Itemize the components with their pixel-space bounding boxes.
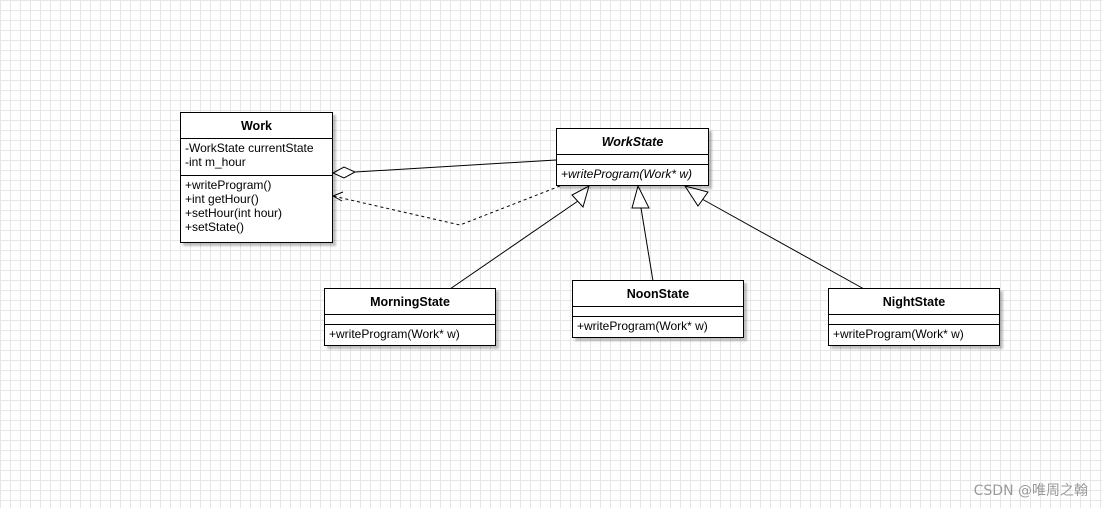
methods-section: +writeProgram(Work* w) <box>557 165 708 183</box>
class-name: Work <box>181 113 332 139</box>
class-name: WorkState <box>557 129 708 155</box>
watermark: CSDN @唯周之翰 <box>973 483 1088 499</box>
method: +setState() <box>185 220 245 234</box>
attributes-section: -WorkState currentState -int m_hour <box>181 139 332 176</box>
attributes-section <box>573 307 743 317</box>
class-name: MorningState <box>325 289 495 315</box>
attributes-section <box>557 155 708 165</box>
generalization-arrow-morning <box>571 185 590 208</box>
methods-section: +writeProgram(Work* w) <box>325 325 495 343</box>
method: +int getHour() <box>185 192 259 206</box>
attribute: -WorkState currentState <box>185 141 314 155</box>
method: +writeProgram(Work* w) <box>561 167 693 181</box>
generalization-arrow-night <box>683 185 709 207</box>
methods-section: +writeProgram(Work* w) <box>573 317 743 335</box>
dependency-arrowhead <box>331 191 344 202</box>
attributes-section <box>325 315 495 325</box>
method: +writeProgram(Work* w) <box>833 327 964 341</box>
class-morningstate[interactable]: MorningState +writeProgram(Work* w) <box>324 288 496 346</box>
dependency-line <box>332 185 561 226</box>
attributes-section <box>829 315 999 325</box>
class-noonstate[interactable]: NoonState +writeProgram(Work* w) <box>572 280 744 338</box>
aggregation-diamond <box>331 166 357 179</box>
method: +writeProgram(Work* w) <box>577 319 708 333</box>
class-workstate[interactable]: WorkState +writeProgram(Work* w) <box>556 128 709 186</box>
generalization-line-noon <box>640 207 654 282</box>
attribute: -int m_hour <box>185 155 246 169</box>
aggregation-line <box>354 159 557 173</box>
methods-section: +writeProgram(Work* w) <box>829 325 999 343</box>
class-name: NightState <box>829 289 999 315</box>
method: +setHour(int hour) <box>185 206 283 220</box>
methods-section: +writeProgram() +int getHour() +setHour(… <box>181 176 332 236</box>
method: +writeProgram(Work* w) <box>329 327 460 341</box>
class-nightstate[interactable]: NightState +writeProgram(Work* w) <box>828 288 1000 346</box>
generalization-arrow-noon <box>631 184 650 209</box>
generalization-line-night <box>701 198 865 290</box>
class-work[interactable]: Work -WorkState currentState -int m_hour… <box>180 112 333 243</box>
method: +writeProgram() <box>185 178 272 192</box>
class-name: NoonState <box>573 281 743 307</box>
generalization-line-morning <box>449 200 579 290</box>
